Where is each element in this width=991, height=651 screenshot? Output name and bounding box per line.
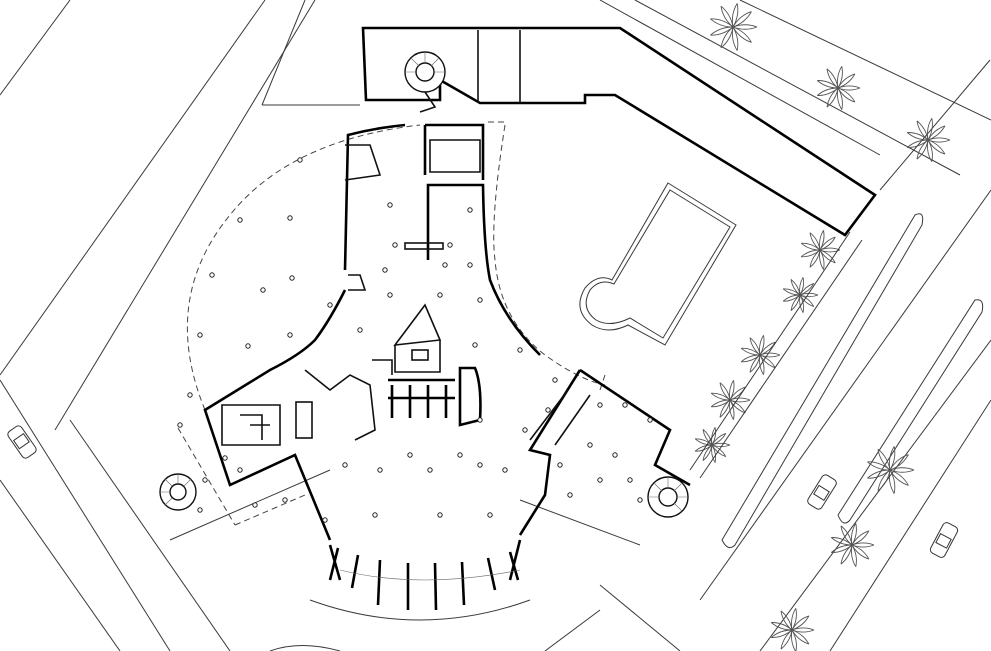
palm-tree [867, 446, 915, 494]
column [517, 347, 523, 353]
column [177, 422, 183, 428]
column [442, 262, 448, 268]
column [322, 517, 328, 523]
column [487, 512, 493, 518]
column [552, 377, 558, 383]
column [437, 512, 443, 518]
column [467, 207, 473, 213]
palm-tree [800, 230, 841, 270]
column [502, 467, 508, 473]
column [477, 297, 483, 303]
column [287, 332, 293, 338]
column [237, 217, 243, 223]
column [637, 497, 643, 503]
column [407, 452, 413, 458]
palm-tree [694, 427, 731, 463]
column [357, 327, 363, 333]
palm-tree [907, 118, 951, 162]
column [382, 267, 388, 273]
column [327, 302, 333, 308]
column [237, 467, 243, 473]
column [287, 215, 293, 221]
palm-tree [817, 66, 861, 110]
column [187, 392, 193, 398]
rotunda-dashed-canopy [177, 121, 606, 526]
palm-tree [740, 335, 781, 375]
column [387, 292, 393, 298]
palm-tree [710, 380, 751, 420]
palm-tree [831, 523, 875, 567]
column [545, 407, 551, 413]
entrance-fins [328, 547, 520, 611]
column [222, 455, 228, 461]
column [289, 275, 295, 281]
west-rooms [221, 139, 481, 446]
column [342, 462, 348, 468]
column [260, 287, 266, 293]
column [197, 332, 203, 338]
planter-strip [339, 231, 863, 581]
column [387, 202, 393, 208]
column-icon [177, 157, 653, 523]
column [627, 477, 633, 483]
column [597, 477, 603, 483]
column [252, 502, 258, 508]
column [282, 497, 288, 503]
main-building-outline [203, 26, 877, 611]
column [202, 477, 208, 483]
palm-tree-icon [694, 3, 951, 651]
column [372, 512, 378, 518]
column [467, 262, 473, 268]
column [472, 342, 478, 348]
column [622, 402, 628, 408]
central-core [295, 242, 482, 439]
column [647, 417, 653, 423]
column [427, 467, 433, 473]
car-icon [7, 425, 959, 558]
column [587, 442, 593, 448]
column [557, 462, 563, 468]
column [612, 452, 618, 458]
palm-tree [782, 277, 819, 313]
column [597, 402, 603, 408]
column [245, 343, 251, 349]
column [522, 427, 528, 433]
column [209, 272, 215, 278]
column [377, 467, 383, 473]
column [197, 507, 203, 513]
column [447, 242, 453, 248]
pool [579, 182, 737, 346]
column [437, 292, 443, 298]
column [567, 492, 573, 498]
palm-tree [710, 3, 758, 51]
column [477, 462, 483, 468]
column [477, 417, 483, 423]
column [392, 242, 398, 248]
column [297, 157, 303, 163]
column [457, 452, 463, 458]
spiral-stair-icon [159, 51, 689, 518]
palm-tree [771, 608, 815, 651]
